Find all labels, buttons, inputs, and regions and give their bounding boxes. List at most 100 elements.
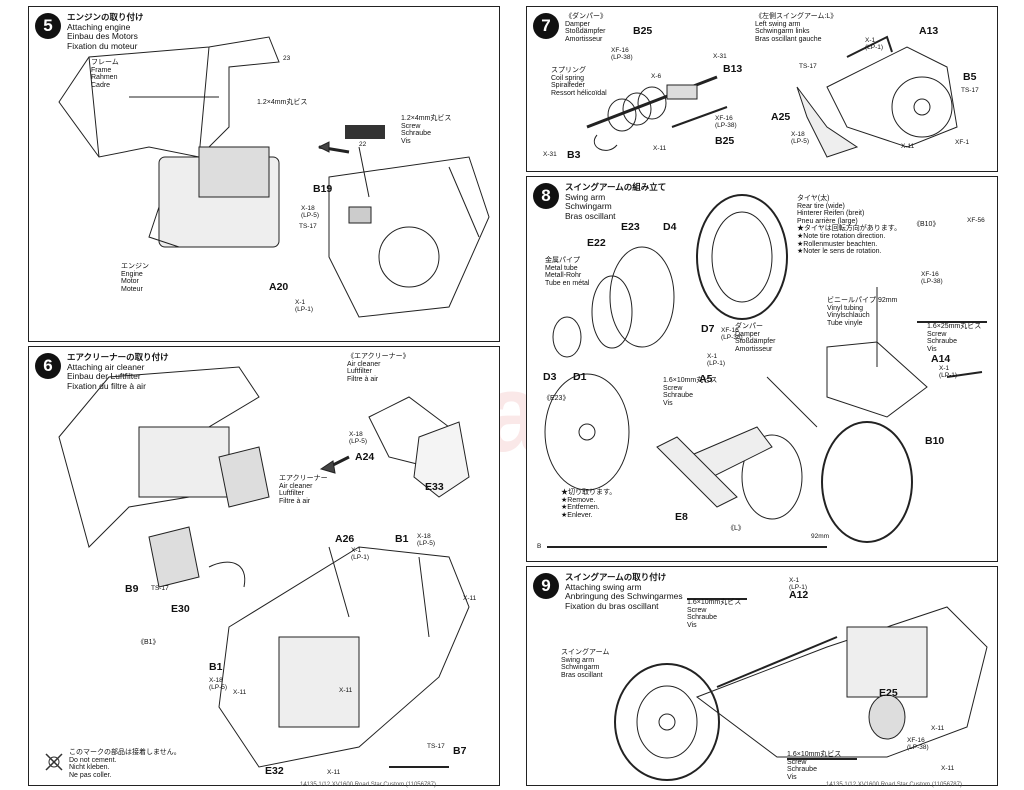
step-5-title-de: Einbau des Motors [67,31,138,41]
part-d1: D1 [573,371,587,383]
part-e30: E30 [171,603,190,615]
part-b25: B25 [633,25,653,37]
b10-ref: 《B10》 [913,221,940,228]
footer-left: 14135 1/12 XV1600 Road Star Custom (1105… [300,782,436,788]
part-xf16: XF-16(LP-38) [611,47,633,61]
step-7-number: 7 [533,13,559,39]
remove-note: ★切り取ります。★Remove.★Entfernen.★Enlever. [561,489,617,519]
step-6-illustration [58,366,470,768]
rear-tire-label: タイヤ(太)Rear tire (wide)Hinterer Reifen (b… [797,195,902,256]
part-e25: E25 [879,687,898,699]
part-x11b: X-11 [901,143,915,150]
step-9-illustration [614,598,988,781]
step-6-number: 6 [35,353,61,379]
footer-right: 14135 1/12 XV1600 Road Star Custom (1105… [826,782,962,788]
part-d3: D3 [543,371,557,383]
ref-22: 22 [359,141,367,148]
part-x6: X-6 [651,73,662,80]
part-x1: X-1(LP-1) [707,353,726,367]
part-a26: A26 [335,533,355,545]
step-5-number: 5 [35,13,61,39]
part-x18: X-18(LP-5) [791,131,810,145]
part-b5: B5 [963,71,977,83]
part-x11: X-11 [931,725,945,732]
part-e32: E32 [265,765,284,777]
part-x31: X-31 [713,53,727,60]
part-ts17: TS-17 [799,63,817,70]
part-xf56: XF-56 [967,217,985,224]
part-x31b: X-31 [543,151,557,158]
part-xf16b: XF-16(LP-38) [715,115,737,129]
step-8-number: 8 [533,183,559,209]
l-ref: 《L》 [727,525,745,532]
part-x18b: X-18(LP-5) [417,533,436,547]
part-x1: X-1(LP-1) [351,547,370,561]
part-e22: E22 [587,237,606,249]
step-8-illustration [544,194,987,548]
part-d4: D4 [663,221,677,233]
part-a14: A14 [931,353,951,365]
no-cement-icon [45,753,63,771]
part-e23: E23 [621,221,640,233]
no-cement-note: このマークの部品は接着しません。Do not cement.Nicht kleb… [69,749,181,779]
part-d7: D7 [701,323,715,335]
part-x1: X-1(LP-1) [789,577,808,591]
part-x11b: X-11 [233,689,247,696]
part-x18: X-18(LP-5) [349,431,368,445]
part-a13: A13 [919,25,939,37]
part-b25b: B25 [715,135,735,147]
part-ts17b: TS-17 [427,743,445,750]
part-b10: B10 [925,435,945,447]
part-e8: E8 [675,511,688,523]
part-b9: B9 [125,583,139,595]
part-ts17b: TS-17 [961,87,979,94]
part-a25: A25 [771,111,791,123]
part-a24: A24 [355,451,375,463]
b1-ref: 《B1》 [137,639,160,646]
part-x11: X-11 [653,145,667,152]
part-x18c: X-18(LP-5) [209,677,228,691]
part-x11c: X-11 [339,687,353,694]
ref-23: 23 [283,55,291,62]
part-x1: X-1(LP-1) [295,299,314,313]
part-xf1: XF-1 [955,139,970,146]
step-5-title-fr: Fixation du moteur [67,40,138,51]
part-x18: X-18(LP-5) [301,205,320,219]
part-xf16: XF-16(LP-38) [921,271,943,285]
part-a12: A12 [789,589,809,601]
part-x11d: X-11 [327,769,341,776]
step-5-title: エンジンの取り付け Attaching engine Einbau des Mo… [67,12,144,51]
part-a5: A5 [699,373,713,385]
part-b3: B3 [567,149,581,161]
part-x11b: X-11 [941,765,955,772]
part-xf16b: XF-16(LP-38) [721,327,743,341]
part-b1b: B1 [209,661,223,673]
step-9-number: 9 [533,573,559,599]
step-5-title-en: Attaching engine [67,21,131,32]
vinyl-length: 92mm [811,533,830,540]
part-x1b: X-1(LP-1) [939,365,958,379]
step-5-panel: 5 エンジンの取り付け Attaching engine Einbau des … [28,6,500,342]
part-ts17: TS-17 [299,223,317,230]
step-7-illustration [586,35,958,158]
part-b1: B1 [395,533,409,545]
